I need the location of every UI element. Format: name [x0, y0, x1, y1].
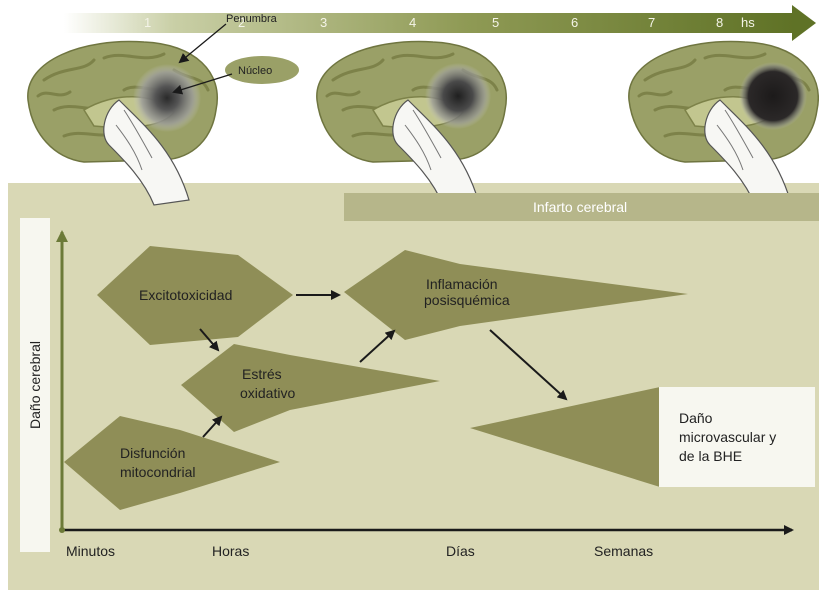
penumbra-label: Penumbra: [226, 13, 278, 25]
y-axis-label: Daño cerebral: [27, 341, 43, 429]
disfuncion-label-2: mitocondrial: [120, 464, 195, 480]
estres-label-1: Estrés: [242, 366, 282, 382]
x-tick-minutos: Minutos: [66, 543, 115, 559]
hour-tick-4: 4: [409, 15, 416, 30]
axis-origin-dot: [59, 527, 65, 533]
hour-tick-6: 6: [571, 15, 578, 30]
disfuncion-label-1: Disfunción: [120, 445, 185, 461]
brain-illustration-1: [28, 42, 217, 205]
brain-illustration-2: [317, 42, 506, 205]
inflamacion-label-2: posisquémica: [424, 292, 510, 308]
hour-tick-8: 8: [716, 15, 723, 30]
brain-illustration-3: [629, 42, 818, 205]
dano-label-2: microvascular y: [679, 429, 776, 445]
x-tick-semanas: Semanas: [594, 543, 653, 559]
infarct-bar-label: Infarto cerebral: [533, 199, 627, 215]
hour-unit: hs: [741, 15, 755, 30]
dano-label-1: Daño: [679, 410, 713, 426]
inflamacion-label-1: Inflamación: [426, 276, 498, 292]
dano-label-3: de la BHE: [679, 448, 742, 464]
x-tick-horas: Horas: [212, 543, 249, 559]
time-arrow: [64, 5, 816, 41]
excitotoxicidad-label: Excitotoxicidad: [139, 287, 232, 303]
hour-tick-3: 3: [320, 15, 327, 30]
hour-tick-7: 7: [648, 15, 655, 30]
estres-label-2: oxidativo: [240, 385, 295, 401]
hour-tick-1: 1: [144, 15, 151, 30]
nucleo-label: Núcleo: [238, 65, 272, 77]
hour-tick-5: 5: [492, 15, 499, 30]
x-tick-dias: Días: [446, 543, 475, 559]
